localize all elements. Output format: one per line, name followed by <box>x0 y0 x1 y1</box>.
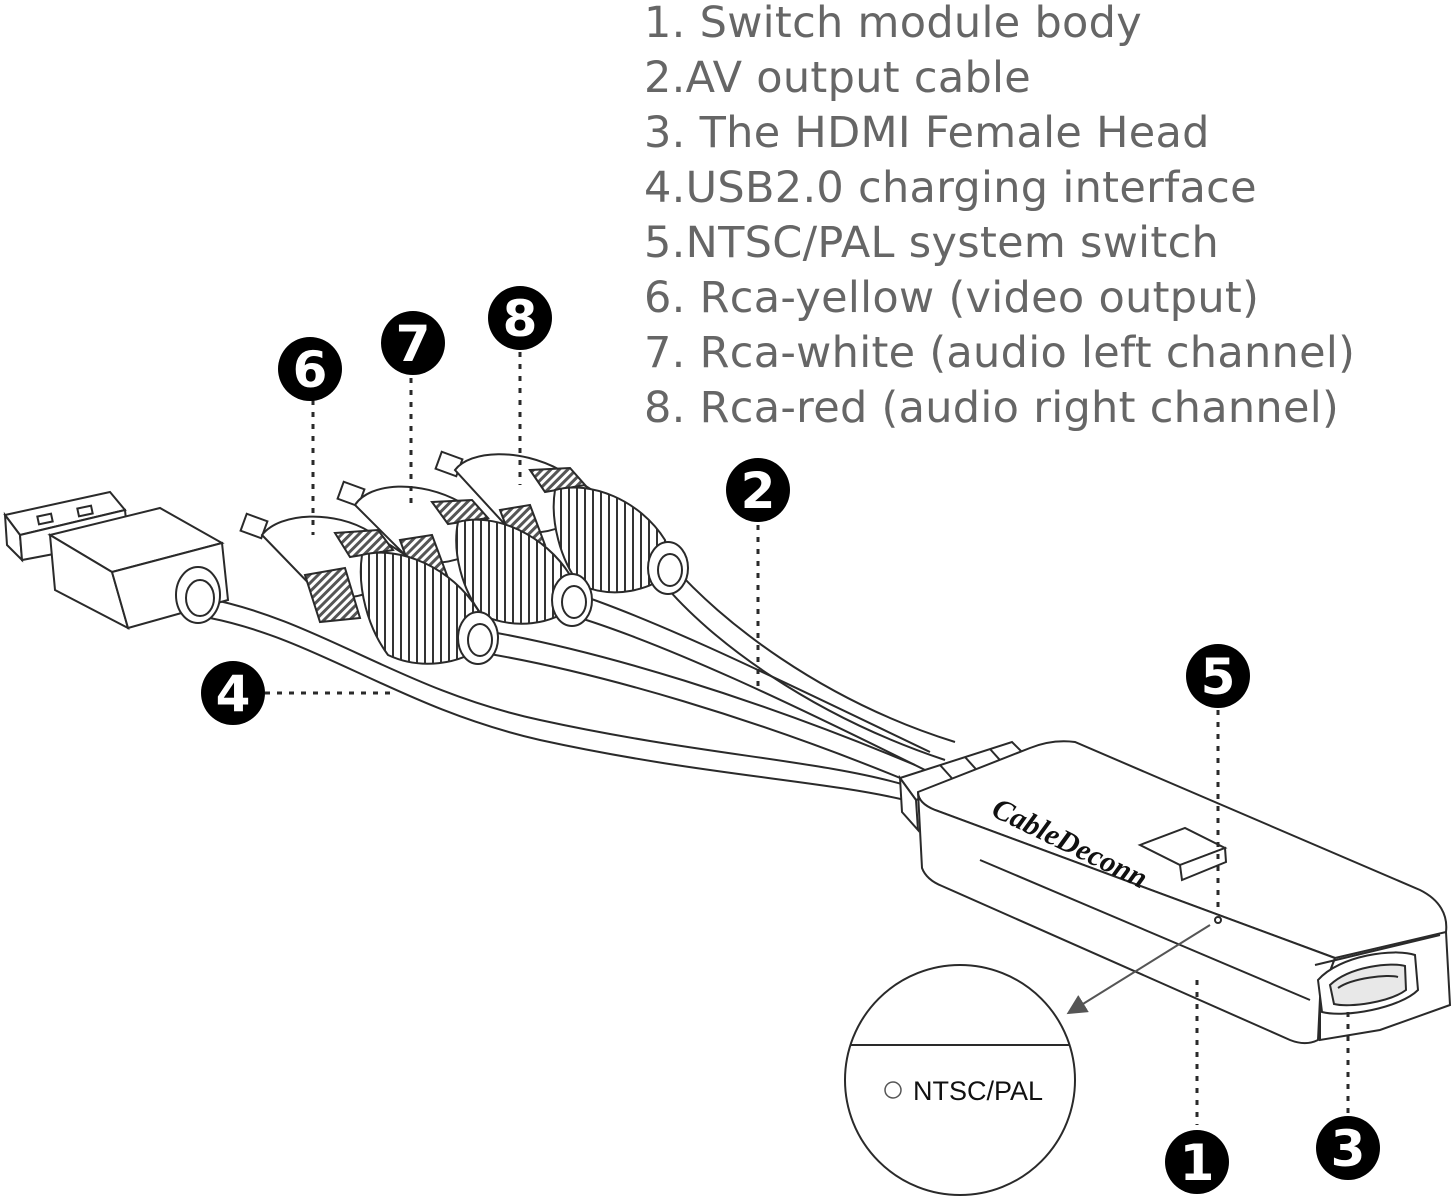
callout-2: 2 <box>726 458 790 522</box>
legend-item-3: 3. The HDMI Female Head <box>644 108 1210 158</box>
legend-list: 1. Switch module body 2.AV output cable … <box>644 0 1355 440</box>
usb-plug <box>3 490 230 630</box>
hdmi-female-port <box>1316 951 1420 1015</box>
ntsc-pal-switch-icon <box>884 1081 902 1099</box>
yellow-rca-cable <box>479 629 916 766</box>
svg-text:4: 4 <box>216 665 251 723</box>
red-rca-cable <box>671 564 956 743</box>
white-rca-cable <box>564 589 931 753</box>
legend-item-5: 5.NTSC/PAL system switch <box>644 218 1220 268</box>
svg-text:6: 6 <box>293 341 328 399</box>
legend-item-1: 1. Switch module body <box>644 0 1142 48</box>
svg-text:2: 2 <box>741 462 776 520</box>
svg-text:5: 5 <box>1201 648 1236 706</box>
switch-module-body <box>898 740 1452 1044</box>
usb-cable <box>204 597 906 786</box>
callout-1: 1 <box>1165 1130 1229 1194</box>
callout-5: 5 <box>1186 644 1250 708</box>
zoom-inset: NTSC/PAL <box>844 964 1076 1196</box>
rca-white-connector <box>336 480 593 627</box>
svg-text:3: 3 <box>1331 1120 1366 1178</box>
svg-text:8: 8 <box>503 290 538 348</box>
rca-red-connector <box>434 450 689 595</box>
callout-3: 3 <box>1316 1116 1380 1180</box>
leader-lines <box>265 352 1350 1125</box>
legend-item-8: 8. Rca-red (audio right channel) <box>644 383 1340 433</box>
svg-text:7: 7 <box>396 315 431 373</box>
callout-6: 6 <box>278 337 342 401</box>
legend-item-2: 2.AV output cable <box>644 53 1032 103</box>
av-output-cables <box>204 564 956 801</box>
callout-7: 7 <box>381 311 445 375</box>
svg-text:1: 1 <box>1180 1134 1215 1192</box>
callout-8: 8 <box>488 286 552 350</box>
legend-item-7: 7. Rca-white (audio left channel) <box>644 328 1356 378</box>
legend-item-4: 4.USB2.0 charging interface <box>644 163 1257 213</box>
rca-yellow-connector <box>239 512 499 665</box>
zoom-arrow <box>1066 924 1211 1015</box>
callout-4: 4 <box>201 661 265 725</box>
legend-item-6: 6. Rca-yellow (video output) <box>644 273 1260 323</box>
ntsc-pal-label: NTSC/PAL <box>913 1076 1043 1106</box>
